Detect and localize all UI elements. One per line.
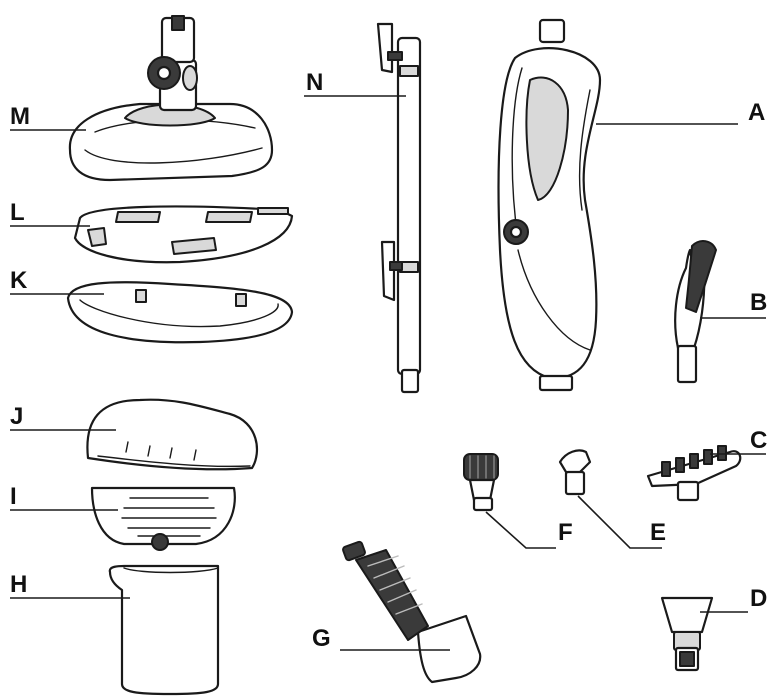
label-a: A bbox=[748, 99, 765, 126]
label-b: B bbox=[750, 289, 767, 316]
label-m: M bbox=[10, 103, 30, 130]
leader-f bbox=[485, 511, 556, 549]
part-measuring-cup bbox=[108, 564, 220, 696]
part-round-brush bbox=[463, 453, 499, 512]
part-mop-head bbox=[68, 15, 274, 182]
label-n: N bbox=[306, 69, 323, 96]
leader-e bbox=[577, 495, 662, 549]
label-i: I bbox=[10, 483, 17, 510]
label-g: G bbox=[312, 625, 331, 652]
label-c: C bbox=[750, 427, 767, 454]
label-f: F bbox=[558, 519, 573, 546]
leader-lines bbox=[10, 95, 766, 651]
label-h: H bbox=[10, 571, 27, 598]
part-grout-brush bbox=[342, 540, 482, 684]
part-microfiber-cloth bbox=[86, 398, 259, 471]
part-triangle-brush bbox=[646, 445, 742, 502]
label-j: J bbox=[10, 403, 23, 430]
part-jet-nozzle bbox=[558, 449, 592, 496]
part-scraper-nozzle bbox=[660, 596, 714, 672]
part-steam-unit bbox=[497, 18, 602, 392]
part-flat-pad bbox=[73, 205, 294, 264]
label-d: D bbox=[750, 585, 767, 612]
label-l: L bbox=[10, 199, 25, 226]
part-carpet-glider bbox=[90, 486, 236, 551]
part-extension-tube bbox=[376, 22, 422, 394]
label-k: K bbox=[10, 267, 28, 294]
part-labels: A B C D E F G H I J K L M N bbox=[10, 69, 767, 652]
label-e: E bbox=[650, 519, 666, 546]
part-pad-frame bbox=[66, 281, 294, 344]
part-angle-nozzle bbox=[674, 240, 717, 384]
